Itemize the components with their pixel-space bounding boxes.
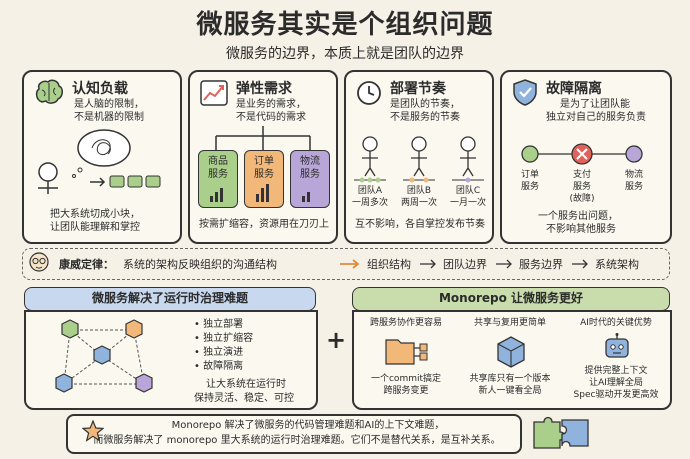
team-c-freq: 一月一次: [449, 198, 486, 208]
card3-desc-2: 不是服务的节奏: [390, 112, 460, 123]
left-panel-foot-1: 让大系统在运行时: [206, 379, 286, 390]
clock-icon: [357, 81, 381, 105]
card2-desc-2: 不是代码的需求: [236, 112, 306, 123]
mono-col1-foot-2: 跨服务变更: [383, 386, 429, 396]
card3-title: 部署节奏: [390, 81, 446, 97]
team-c-name: 团队C: [455, 186, 481, 196]
team-b-name: 团队B: [406, 186, 432, 196]
conway-law-row: 康威定律： 系统的架构反映组织的沟通结构 组织结构 团队边界 服务边界 系统架构: [22, 248, 670, 280]
mono-col3-title: AI时代的关键优势: [580, 318, 652, 328]
card1-desc-1: 是人脑的限制，: [74, 99, 144, 110]
team-people-illustration: [354, 136, 484, 183]
summary-box: Monorepo 解决了微服务的代码管理难题和AI的上下文难题， 而微服务解决了…: [66, 414, 522, 454]
service-box-logistics-label: 物流 服务: [300, 156, 320, 180]
service-box-order-label: 订单 服务: [254, 156, 274, 180]
arrow-right-icon: [340, 259, 360, 269]
chain-team-boundary: 团队边界: [443, 258, 487, 271]
page-subtitle: 微服务的边界，本质上就是团队的边界: [226, 46, 464, 62]
card4-desc-1: 是为了让团队能: [560, 99, 630, 110]
team-b-freq: 两周一次: [400, 198, 437, 208]
node-order-l1: 订单: [520, 170, 539, 180]
card4-desc-2: 独立对自己的服务负责: [546, 112, 646, 123]
card4-foot-2: 不影响其他服务: [546, 224, 616, 235]
page-title: 微服务其实是个组织问题: [196, 10, 494, 40]
monorepo-panel: 跨服务协作更容易 一个commit搞定 跨服务变更 共享与复用更简单 共享库只有…: [352, 310, 672, 410]
summary-line-2: 而微服务解决了 monorepo 里大系统的运行时治理难题。它们不是替代关系，是…: [93, 435, 501, 446]
cube-network-illustration: [55, 319, 153, 393]
card-elastic-demand: 弹性需求 是业务的需求， 不是代码的需求 商品 服务 订单 服务 物流 服务 按…: [188, 70, 338, 244]
team-a-freq: 一周多次: [351, 198, 388, 208]
folder-tree-icon: [385, 339, 428, 365]
card2-title: 弹性需求: [236, 81, 292, 97]
conway-law-text: 系统的架构反映组织的沟通结构: [123, 258, 277, 271]
card1-foot-1: 把大系统切成小块，: [50, 209, 140, 220]
bullet-independent-evolve: • 独立演进: [194, 347, 244, 358]
service-tree-lines: [215, 126, 311, 150]
robot-icon: [605, 333, 629, 358]
microservices-banner: 微服务解决了运行时治理难题: [24, 287, 316, 311]
node-logistics-l2: 服务: [624, 182, 643, 192]
arrow-right-icon: [496, 259, 512, 269]
conway-law-label: 康威定律：: [59, 258, 114, 271]
chain-org-structure: 组织结构: [367, 258, 411, 271]
node-payment-l3: (故障): [569, 194, 595, 204]
node-payment-l2: 服务: [572, 182, 591, 192]
node-logistics-l1: 物流: [624, 170, 643, 180]
node-order-l2: 服务: [520, 182, 539, 192]
card3-desc-1: 是团队的节奏，: [390, 99, 460, 110]
mono-col2-foot-2: 新人一键看全局: [478, 386, 542, 396]
card1-desc-2: 不是机器的限制: [74, 112, 144, 123]
bullet-independent-deploy: • 独立部署: [194, 319, 244, 330]
summary-line-1: Monorepo 解决了微服务的代码管理难题和AI的上下文难题，: [171, 420, 445, 431]
arrow-right-icon: [572, 259, 588, 269]
thinking-person-illustration: [38, 129, 161, 194]
mono-col2-title: 共享与复用更简单: [473, 318, 546, 328]
star-icon: [82, 420, 104, 442]
mono-col1-title: 跨服务协作更容易: [369, 318, 442, 328]
card2-foot: 按需扩缩容，资源用在刀刃上: [199, 219, 329, 230]
card4-title: 故障隔离: [546, 81, 602, 97]
mono-col3-foot-1: 提供完整上下文: [584, 366, 648, 376]
card3-foot: 互不影响，各自掌控发布节奏: [355, 219, 485, 230]
shared-cube-icon: [497, 336, 525, 368]
chain-service-boundary: 服务边界: [519, 258, 563, 271]
card2-desc-1: 是业务的需求，: [236, 99, 306, 110]
left-panel-foot-2: 保持灵活、稳定、可控: [194, 393, 294, 404]
mono-col2-foot-1: 共享库只有一个版本: [469, 374, 551, 384]
card-deploy-cadence: 部署节奏 是团队的节奏， 不是服务的节奏 团队A 一周多次 团队B 两周一次 团…: [344, 70, 494, 244]
scaling-bars-icons: [210, 184, 310, 202]
card4-foot-1: 一个服务出问题，: [538, 211, 618, 222]
shield-check-icon: [513, 79, 537, 106]
puzzle-pieces-icon: [533, 416, 589, 449]
mono-col1-foot-1: 一个commit搞定: [370, 374, 442, 384]
service-box-product-label: 商品 服务: [208, 156, 228, 180]
microservices-panel: • 独立部署 • 独立扩缩容 • 独立演进 • 故障隔离 让大系统在运行时 保持…: [24, 310, 318, 410]
card1-title: 认知负载: [72, 81, 128, 97]
mono-col3-foot-3: Spec驱动开发更高效: [573, 390, 659, 400]
card-cognitive-load: 认知负载 是人脑的限制， 不是机器的限制 把大系统切成小块， 让团队能理解和掌控: [22, 70, 182, 244]
chain-system-architecture: 系统架构: [595, 258, 639, 271]
brain-icon: [35, 79, 63, 104]
arrow-right-icon: [420, 259, 436, 269]
node-payment-l1: 支付: [572, 170, 591, 180]
fault-nodes-diagram: [521, 143, 643, 165]
chart-up-icon: [200, 80, 228, 106]
plus-sign: +: [326, 326, 347, 354]
team-a-name: 团队A: [357, 186, 383, 196]
glasses-person-avatar: [29, 252, 49, 272]
mono-col3-foot-2: 让AI理解全局: [589, 378, 643, 388]
card-fault-isolation: 故障隔离 是为了让团队能 独立对自己的服务负责 订单 服务 支付 服务 (故障)…: [500, 70, 672, 244]
bullet-fault-isolation: • 故障隔离: [194, 361, 244, 372]
bullet-independent-scale: • 独立扩缩容: [194, 333, 254, 344]
card1-foot-2: 让团队能理解和掌控: [50, 222, 140, 233]
monorepo-banner: Monorepo 让微服务更好: [352, 287, 670, 311]
